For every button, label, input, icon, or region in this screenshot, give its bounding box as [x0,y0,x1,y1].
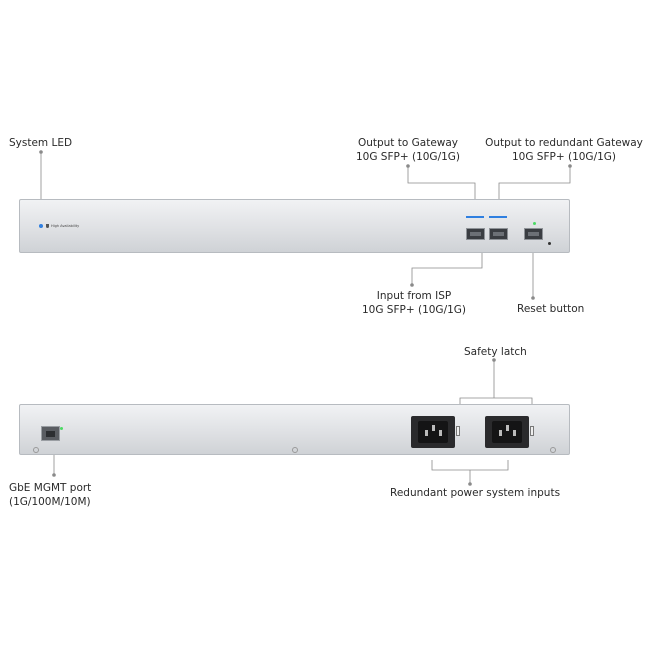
reset-button-label: Reset button [517,303,585,315]
system-led [39,224,43,228]
sfp-port-redundant[interactable] [489,228,508,240]
screw-icon [550,447,556,453]
sfp-port-gateway[interactable] [466,228,485,240]
gbe-mgmt-label: GbE MGMT port(1G/100M/10M) [9,482,92,508]
power-inlet-1[interactable] [411,416,455,448]
safety-latch-1[interactable] [456,426,460,436]
port-activity-bar-redundant [489,216,507,218]
redundant-power-label: Redundant power system inputs [390,487,561,499]
front-panel: High Availability [19,199,570,253]
port-activity-bar-gateway [466,216,484,218]
sfp-port-isp[interactable] [524,228,543,240]
safety-latch-label: Safety latch [464,346,527,358]
reset-button[interactable] [548,242,551,245]
power-inlet-2[interactable] [485,416,529,448]
screw-icon [33,447,39,453]
screw-icon [292,447,298,453]
rear-panel [19,404,570,455]
mgmt-port[interactable] [41,426,60,441]
ubiquiti-logo-icon [46,224,49,228]
system-led-label: System LED [9,137,73,149]
mgmt-port-led [60,427,63,430]
led-status-text: High Availability [51,224,80,228]
port-led-isp [533,222,536,225]
safety-latch-2[interactable] [530,426,534,436]
